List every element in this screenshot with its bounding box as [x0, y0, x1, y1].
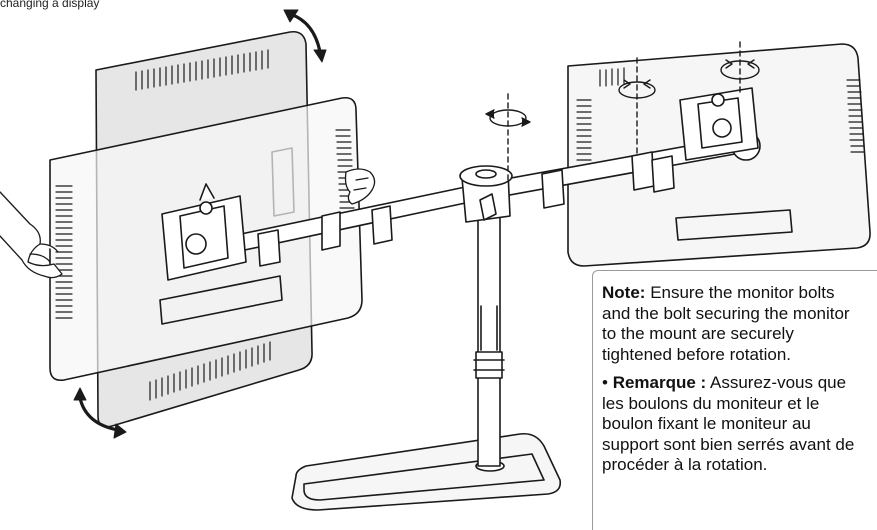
- note-en-line-3: to the mount are securely: [602, 324, 794, 343]
- hand-icon: [0, 168, 376, 279]
- note-french: • Remarque : Assurez-vous que les boulon…: [602, 373, 877, 476]
- note-fr-line-1: Assurez-vous que: [710, 373, 847, 392]
- stand-base: [291, 432, 562, 511]
- top-caption: changing a display: [0, 0, 100, 10]
- note-fr-line-3: boulon fixant le moniteur au: [602, 414, 811, 433]
- note-english: Note: Ensure the monitor bolts and the b…: [602, 283, 877, 365]
- left-vesa-plate: [161, 183, 247, 281]
- note-en-line-4: tightened before rotation.: [602, 344, 792, 364]
- right-vesa-plate: [679, 87, 759, 161]
- note-fr-line-5: procéder à la rotation.: [602, 455, 768, 474]
- remarque-label: Remarque :: [612, 373, 707, 392]
- note-bullet: •: [602, 373, 608, 392]
- note-en-line-2: and the bolt securing the monitor: [602, 303, 850, 323]
- stand-pole: [473, 205, 505, 467]
- note-fr-line-4: support sont bien serrés avant de: [602, 434, 855, 454]
- note-en-line-1: Ensure the monitor bolts: [650, 283, 835, 302]
- note-label: Note:: [602, 283, 646, 302]
- note-fr-line-2: les boulons du moniteur et le: [602, 393, 820, 413]
- safety-note-box: Note: Ensure the monitor bolts and the b…: [592, 270, 877, 530]
- monitor-mount-diagram: [0, 9, 871, 511]
- arm-assembly: [207, 131, 761, 267]
- rotate-arrow-icon: [73, 9, 327, 439]
- rotate-axis-icon: [485, 41, 760, 185]
